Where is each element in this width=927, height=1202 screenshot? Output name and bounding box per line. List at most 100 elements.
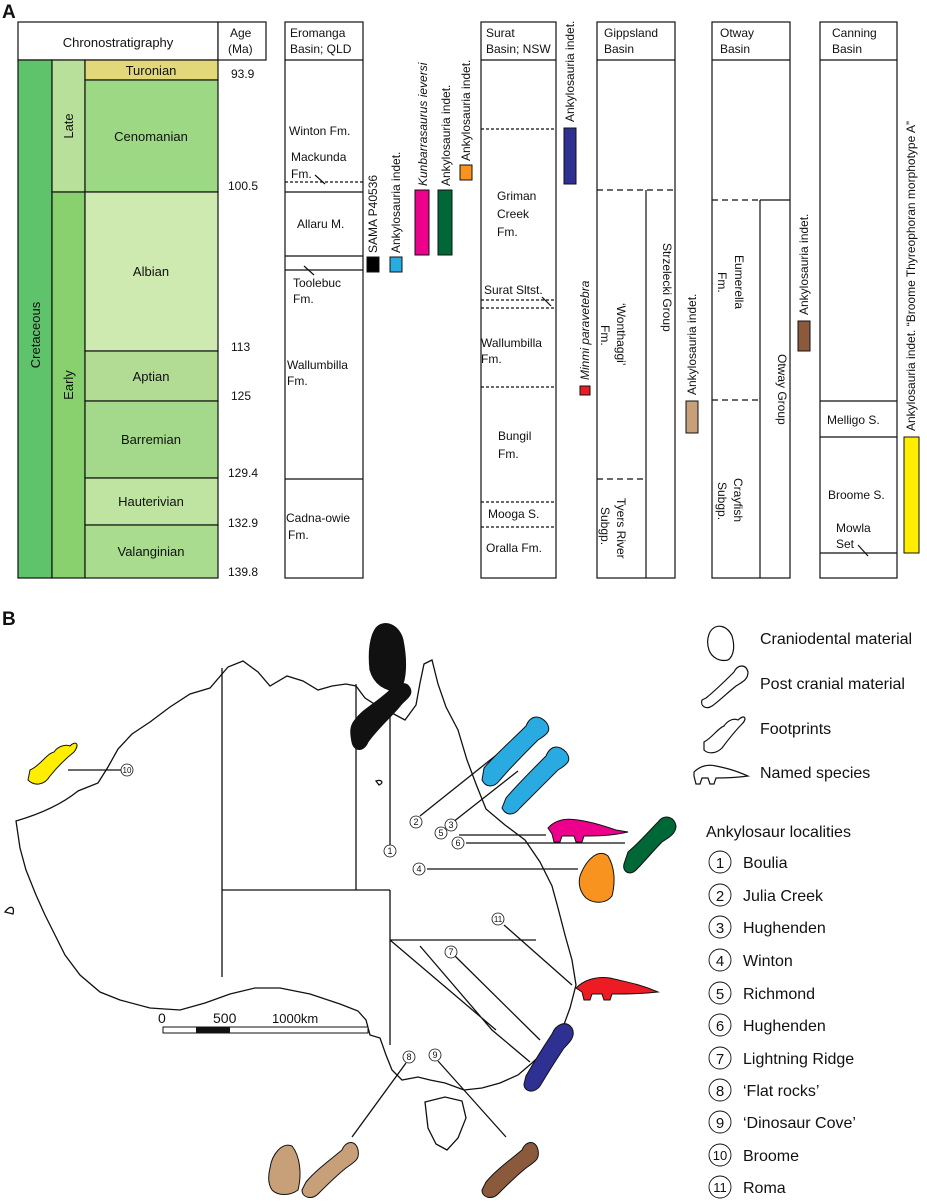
age-labels: 93.9 100.5 113 125 129.4 132.9 139.8 [228, 67, 258, 579]
canning-header: Canning [832, 26, 877, 40]
broome-s: Broome S. [828, 488, 885, 502]
chrono-header: Chronostratigraphy [63, 35, 174, 50]
otway-labels: Otway Basin Eumerella Fm. Crayfish Subgp… [715, 26, 789, 522]
tyers-subgp: Tyers River [614, 498, 628, 559]
taxon-label: Minmi paravetebra [578, 280, 592, 380]
skull-icon [368, 623, 407, 693]
svg-text:Lightning Ridge: Lightning Ridge [743, 1051, 854, 1068]
dinosaur-icon [575, 977, 660, 1001]
taxon-bar [459, 164, 473, 181]
stage-label: Cenomanian [114, 129, 188, 144]
dinosaur-icon [693, 764, 751, 785]
locality-marker-1: 1 [383, 844, 397, 858]
locality-item: 8‘Flat rocks’ [708, 1078, 819, 1102]
bone-icon [523, 1023, 574, 1092]
map-locality-markers: 10 1 2 3 5 6 4 11 7 8 9 [120, 763, 505, 1064]
oralla-fm: Oralla Fm. [486, 541, 542, 555]
svg-text:2: 2 [413, 817, 418, 827]
taxon-bar [366, 256, 380, 273]
eromanga-labels: Eromanga Basin; QLD Winton Fm. Mackunda … [286, 26, 352, 542]
taxon-bar [903, 436, 920, 554]
cadna-fm: Fm. [288, 528, 309, 542]
svg-text:6: 6 [455, 838, 460, 848]
cadna-fm: Cadna-owie [286, 511, 350, 525]
svg-text:4: 4 [416, 864, 421, 874]
skull-icon [707, 625, 735, 662]
age-label: 93.9 [231, 67, 255, 81]
panel-b-label: B [2, 609, 16, 630]
period-label: Cretaceous [28, 301, 43, 368]
cretaceous-cell [17, 59, 53, 579]
toolebuc-fm: Fm. [293, 292, 314, 306]
stage-label: Hauterivian [118, 494, 184, 509]
locality-marker-11: 11 [491, 912, 505, 926]
locality-marker-9: 9 [428, 1048, 442, 1062]
footprint-icon [703, 716, 746, 754]
locality-marker-4: 4 [412, 862, 426, 876]
stage-label: Albian [133, 264, 169, 279]
taxon-label: Kunbarrasaurus ieversi [416, 62, 430, 186]
australia-map [3, 659, 577, 1151]
age-label: 125 [231, 389, 251, 403]
wallumbilla-fm: Wallumbilla [287, 358, 348, 372]
wallumbilla-fm: Fm. [481, 352, 502, 366]
scale-mid: 500 [213, 1010, 237, 1026]
bone-icon [350, 683, 412, 750]
taxon-bar [563, 127, 577, 185]
melligo-s: Melligo S. [827, 413, 880, 427]
bone-icon [481, 1142, 539, 1198]
taxon-bar [389, 256, 403, 273]
svg-text:Broome: Broome [743, 1148, 799, 1165]
taxon-label: Ankylosauria indet. [685, 294, 699, 395]
allaru-fm: Allaru M. [297, 217, 344, 231]
epoch-early: Early [61, 370, 76, 400]
surat-header: Surat [486, 26, 515, 40]
eumerella-fm: Eumerella [732, 255, 746, 309]
svg-text:Boulia: Boulia [743, 855, 788, 872]
svg-text:8: 8 [716, 1083, 724, 1100]
gippsland-header: Gippsland [604, 26, 658, 40]
bone-icon [301, 1142, 359, 1198]
locality-marker-3: 3 [444, 818, 458, 832]
eumerella-fm: Fm. [715, 272, 729, 293]
surat-taxa-labels: Ankylosauria indet. Minmi paravetebra [563, 21, 592, 380]
stage-label: Barremian [121, 432, 181, 447]
bone-icon [481, 716, 550, 787]
griman-fm: Fm. [497, 225, 518, 239]
otway-header: Otway [720, 26, 754, 40]
wonthaggi-fm: ‘Wonthaggi’ [614, 303, 628, 365]
tasmania-outline [424, 1096, 467, 1151]
age-label: 129.4 [228, 466, 258, 480]
bone-icon [623, 816, 677, 874]
strzelecki-group: Strzelecki Group [660, 243, 674, 332]
crayfish-subgp: Crayfish [731, 478, 745, 522]
surat-header: Basin; NSW [486, 42, 551, 56]
svg-text:2: 2 [716, 888, 724, 905]
wonthaggi-fm: Fm. [598, 325, 612, 346]
dinosaur-icon [547, 818, 629, 843]
legend-label: Footprints [760, 721, 831, 738]
localities-title: Ankylosaur localities [706, 824, 851, 841]
locality-marker-10: 10 [120, 763, 134, 777]
svg-text:9: 9 [432, 1050, 437, 1060]
surat-labels: Surat Basin; NSW Griman Creek Fm. Surat … [481, 26, 551, 555]
eromanga-header: Basin; QLD [290, 42, 352, 56]
locality-marker-6: 6 [451, 836, 465, 850]
mackunda-fm: Mackunda [291, 150, 347, 164]
winton-fm: Winton Fm. [289, 124, 350, 138]
svg-text:5: 5 [438, 828, 443, 838]
svg-text:Winton: Winton [743, 953, 793, 970]
mowla-set: Set [836, 537, 855, 551]
canning-labels: Canning Basin Melligo S. Broome S. Mowla… [827, 26, 885, 551]
gippsland-column [596, 21, 676, 579]
locality-marker-5: 5 [434, 826, 448, 840]
age-label: 132.9 [228, 516, 258, 530]
svg-text:11: 11 [713, 1180, 727, 1195]
surat-sltst: Surat Sltst. [484, 283, 543, 297]
otway-group: Otway Group [775, 354, 789, 425]
